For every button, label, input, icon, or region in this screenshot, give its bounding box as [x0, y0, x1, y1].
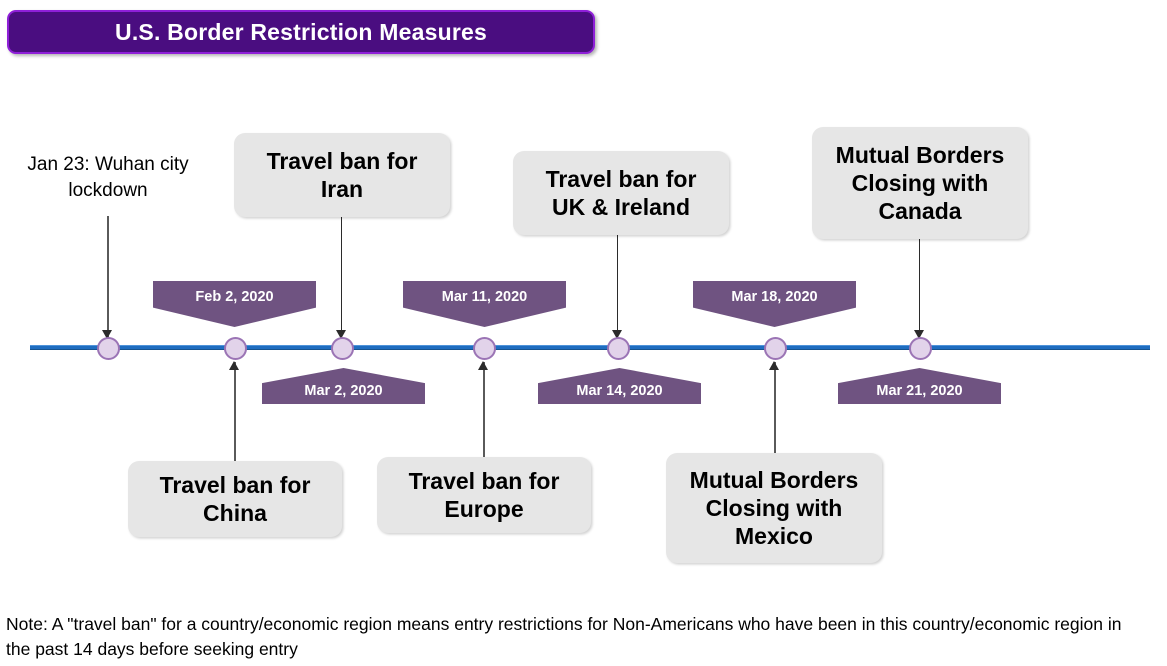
event-box-line: Travel ban for — [266, 147, 418, 174]
event-box-borders-mexico[interactable]: Mutual Borders Closing with Mexico — [666, 453, 882, 563]
date-banner-label: Feb 2, 2020 — [195, 289, 274, 305]
timeline-marker-travel-ban-iran[interactable] — [330, 336, 354, 360]
page-title: U.S. Border Restriction Measures — [115, 18, 487, 45]
event-box-travel-ban-uk-ireland[interactable]: Travel ban for UK & Ireland — [513, 151, 729, 235]
connector-stem — [919, 238, 921, 338]
timeline-axis — [30, 345, 1150, 350]
date-banner-label: Mar 11, 2020 — [441, 289, 528, 305]
connector-stem — [234, 362, 236, 462]
event-box-line: Travel ban for — [408, 467, 560, 494]
timeline-marker-borders-mexico[interactable] — [763, 336, 787, 360]
event-box-line: Travel ban for — [545, 165, 697, 192]
arrowhead-down-icon — [914, 330, 924, 339]
arrowhead-down-icon — [336, 330, 346, 339]
event-box-line: Iran — [320, 176, 364, 202]
connector-stem — [774, 362, 776, 456]
event-box-line: Closing with — [705, 494, 843, 521]
event-note-wuhan-lockdown: Jan 23: Wuhan city lockdown — [8, 152, 208, 203]
event-box-travel-ban-iran[interactable]: Travel ban for Iran — [234, 133, 450, 217]
event-note-line: Jan 23: Wuhan city — [27, 154, 189, 175]
event-box-borders-canada[interactable]: Mutual Borders Closing with Canada — [812, 127, 1028, 239]
timeline-marker-travel-ban-china[interactable] — [223, 336, 247, 360]
date-banner-mar-2-2020[interactable]: Mar 2, 2020 — [262, 368, 425, 404]
event-box-line: Closing with — [851, 169, 989, 196]
page-title-banner: U.S. Border Restriction Measures — [7, 10, 595, 54]
event-box-line: Europe — [444, 496, 524, 522]
date-banner-mar-21-2020[interactable]: Mar 21, 2020 — [838, 368, 1001, 404]
date-banner-mar-18-2020[interactable]: Mar 18, 2020 — [693, 281, 856, 327]
event-box-line: Mutual Borders — [835, 141, 1005, 168]
event-box-line: China — [203, 500, 267, 526]
arrowhead-up-icon — [478, 361, 488, 370]
event-box-travel-ban-europe[interactable]: Travel ban for Europe — [377, 457, 591, 533]
arrowhead-up-icon — [229, 361, 239, 370]
connector-stem — [107, 216, 109, 338]
footnote-text: Note: A "travel ban" for a country/econo… — [6, 614, 1122, 660]
event-box-line: Travel ban for — [159, 471, 311, 498]
date-banner-feb-2-2020[interactable]: Feb 2, 2020 — [153, 281, 316, 327]
event-box-line: Mexico — [735, 523, 813, 550]
date-banner-label: Mar 14, 2020 — [576, 383, 663, 399]
connector-stem — [483, 362, 485, 458]
date-banner-label: Mar 18, 2020 — [731, 289, 818, 305]
date-banner-label: Mar 2, 2020 — [304, 383, 383, 399]
connector-stem — [617, 234, 619, 338]
timeline-marker-travel-ban-europe[interactable] — [472, 336, 496, 360]
event-note-line: lockdown — [68, 179, 148, 201]
date-banner-label: Mar 21, 2020 — [876, 383, 963, 399]
event-box-line: UK & Ireland — [551, 194, 691, 220]
event-box-line: Mutual Borders — [689, 466, 859, 493]
arrowhead-down-icon — [612, 330, 622, 339]
event-box-travel-ban-china[interactable]: Travel ban for China — [128, 461, 342, 537]
timeline-marker-borders-canada[interactable] — [908, 336, 932, 360]
arrowhead-up-icon — [769, 361, 779, 370]
event-box-line: Canada — [878, 198, 962, 225]
arrowhead-down-icon — [102, 330, 112, 339]
date-banner-mar-11-2020[interactable]: Mar 11, 2020 — [403, 281, 566, 327]
date-banner-mar-14-2020[interactable]: Mar 14, 2020 — [538, 368, 701, 404]
connector-stem — [341, 216, 343, 338]
timeline-marker-travel-ban-uk-ireland[interactable] — [606, 336, 630, 360]
timeline-marker-wuhan-lockdown[interactable] — [96, 336, 120, 360]
